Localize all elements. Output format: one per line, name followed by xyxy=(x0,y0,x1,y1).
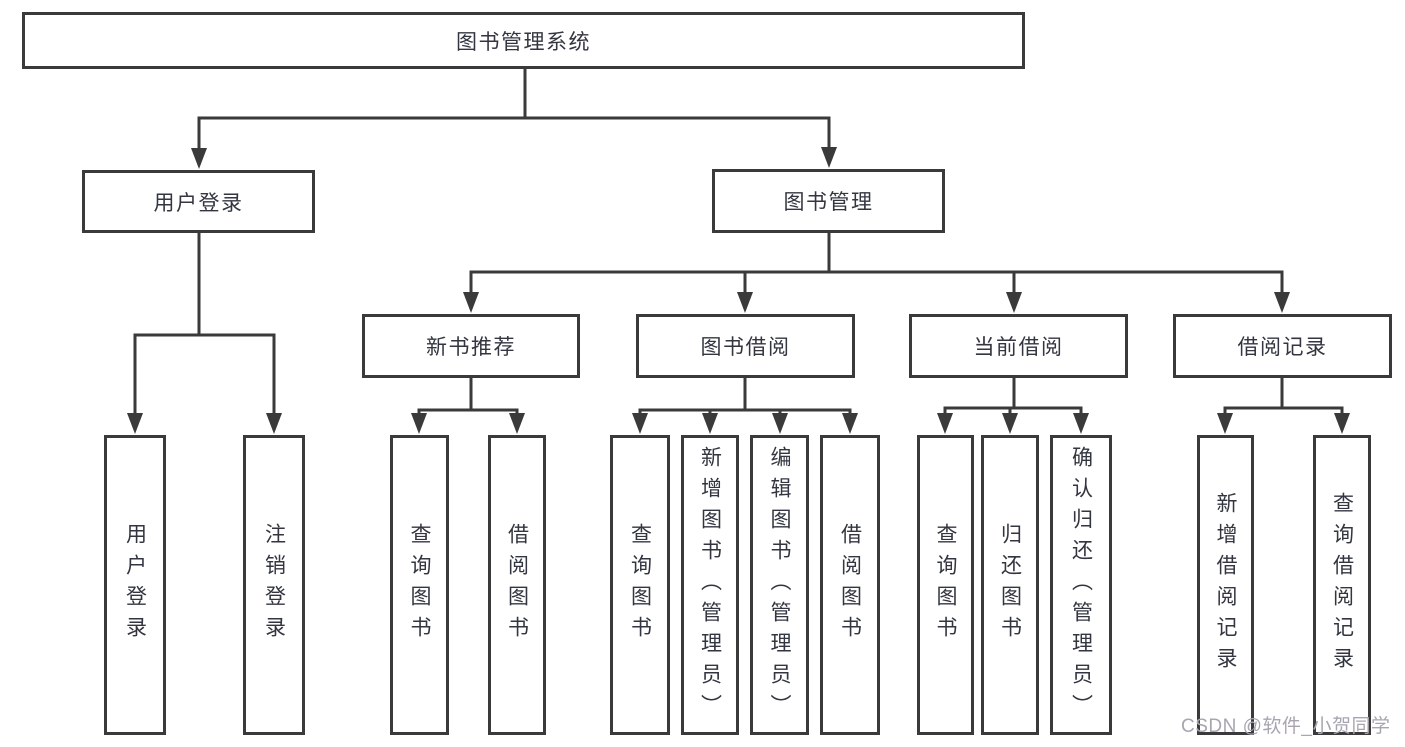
node-box-book-borrow: 图书借阅 xyxy=(636,314,855,378)
arrowhead xyxy=(127,413,143,434)
node-box-current-borrow: 当前借阅 xyxy=(909,314,1128,378)
leaf-label-query-books-1: 查询图书 xyxy=(408,523,431,647)
edge-bookborrow-fork xyxy=(638,408,852,424)
node-box-book-management: 图书管理 xyxy=(712,169,945,233)
leaf-box-confirm-return-admin: 确认归还（管理员） xyxy=(1050,435,1112,735)
arrowhead xyxy=(772,413,788,434)
edge-userlogin-fork xyxy=(133,333,276,424)
arrowhead xyxy=(632,413,648,434)
leaf-label-add-books-admin: 新增图书（管理员） xyxy=(698,445,722,725)
node-box-new-book-recommend: 新书推荐 xyxy=(362,314,580,378)
arrowhead xyxy=(1217,413,1233,434)
leaf-box-add-books-admin: 新增图书（管理员） xyxy=(681,435,739,735)
node-label-borrow-record: 借阅记录 xyxy=(1237,336,1328,359)
arrowhead xyxy=(1334,413,1350,434)
edge-borrowrecord-fork xyxy=(1223,406,1344,424)
csdn-watermark: CSDN @软件_小贺同学 xyxy=(1181,716,1391,737)
leaf-box-edit-books-admin: 编辑图书（管理员） xyxy=(750,435,809,735)
leaf-label-query-books-2: 查询图书 xyxy=(628,523,652,647)
arrowhead xyxy=(266,413,282,434)
leaf-label-query-borrow-record: 查询借阅记录 xyxy=(1330,492,1354,678)
leaf-label-query-books-3: 查询图书 xyxy=(934,523,957,647)
leaf-box-query-books-3: 查询图书 xyxy=(917,435,974,735)
arrowhead xyxy=(1006,292,1022,313)
arrowhead xyxy=(702,413,718,434)
node-label-current-borrow: 当前借阅 xyxy=(973,336,1064,359)
leaf-box-query-books-1: 查询图书 xyxy=(390,435,449,735)
edge-level3-rail xyxy=(469,270,1284,303)
arrowhead xyxy=(1274,292,1290,313)
arrowheads xyxy=(127,147,1350,434)
node-box-user-login: 用户登录 xyxy=(82,170,315,233)
edge-level2-rail xyxy=(197,116,831,152)
arrowhead xyxy=(737,292,753,313)
leaf-label-return-books: 归还图书 xyxy=(998,523,1022,647)
leaf-label-user-login: 用户登录 xyxy=(123,523,147,647)
node-box-root: 图书管理系统 xyxy=(22,12,1025,69)
node-label-book-management: 图书管理 xyxy=(783,191,874,214)
leaf-box-borrow-books-2: 借阅图书 xyxy=(820,435,880,735)
leaf-label-add-borrow-record: 新增借阅记录 xyxy=(1214,492,1237,678)
arrowhead xyxy=(842,413,858,434)
node-label-book-borrow: 图书借阅 xyxy=(700,336,791,359)
node-box-borrow-record: 借阅记录 xyxy=(1173,314,1392,378)
leaf-box-query-borrow-record: 查询借阅记录 xyxy=(1313,435,1371,735)
arrowhead xyxy=(1073,413,1089,434)
leaf-box-borrow-books-1: 借阅图书 xyxy=(488,435,546,735)
node-label-root: 图书管理系统 xyxy=(456,30,591,54)
node-label-user-login: 用户登录 xyxy=(153,191,244,215)
arrowhead xyxy=(1002,413,1018,434)
leaf-label-borrow-books-2: 借阅图书 xyxy=(838,523,862,647)
leaf-label-borrow-books-1: 借阅图书 xyxy=(505,523,529,647)
arrowhead xyxy=(191,148,207,169)
arrowhead xyxy=(509,413,525,434)
leaf-label-edit-books-admin: 编辑图书（管理员） xyxy=(768,445,791,725)
arrowhead xyxy=(821,147,837,168)
leaf-box-query-books-2: 查询图书 xyxy=(610,435,670,735)
arrowhead xyxy=(411,413,427,434)
leaf-label-confirm-return-admin: 确认归还（管理员） xyxy=(1069,445,1093,725)
arrowhead xyxy=(463,292,479,313)
leaf-box-add-borrow-record: 新增借阅记录 xyxy=(1197,435,1254,735)
leaf-box-logout: 注销登录 xyxy=(243,435,305,735)
arrowhead xyxy=(937,413,953,434)
leaf-box-return-books: 归还图书 xyxy=(981,435,1039,735)
edge-newbook-fork xyxy=(417,408,519,424)
node-label-new-book-recommend: 新书推荐 xyxy=(426,336,516,359)
leaf-label-logout: 注销登录 xyxy=(262,523,286,647)
leaf-box-user-login: 用户登录 xyxy=(104,435,166,735)
